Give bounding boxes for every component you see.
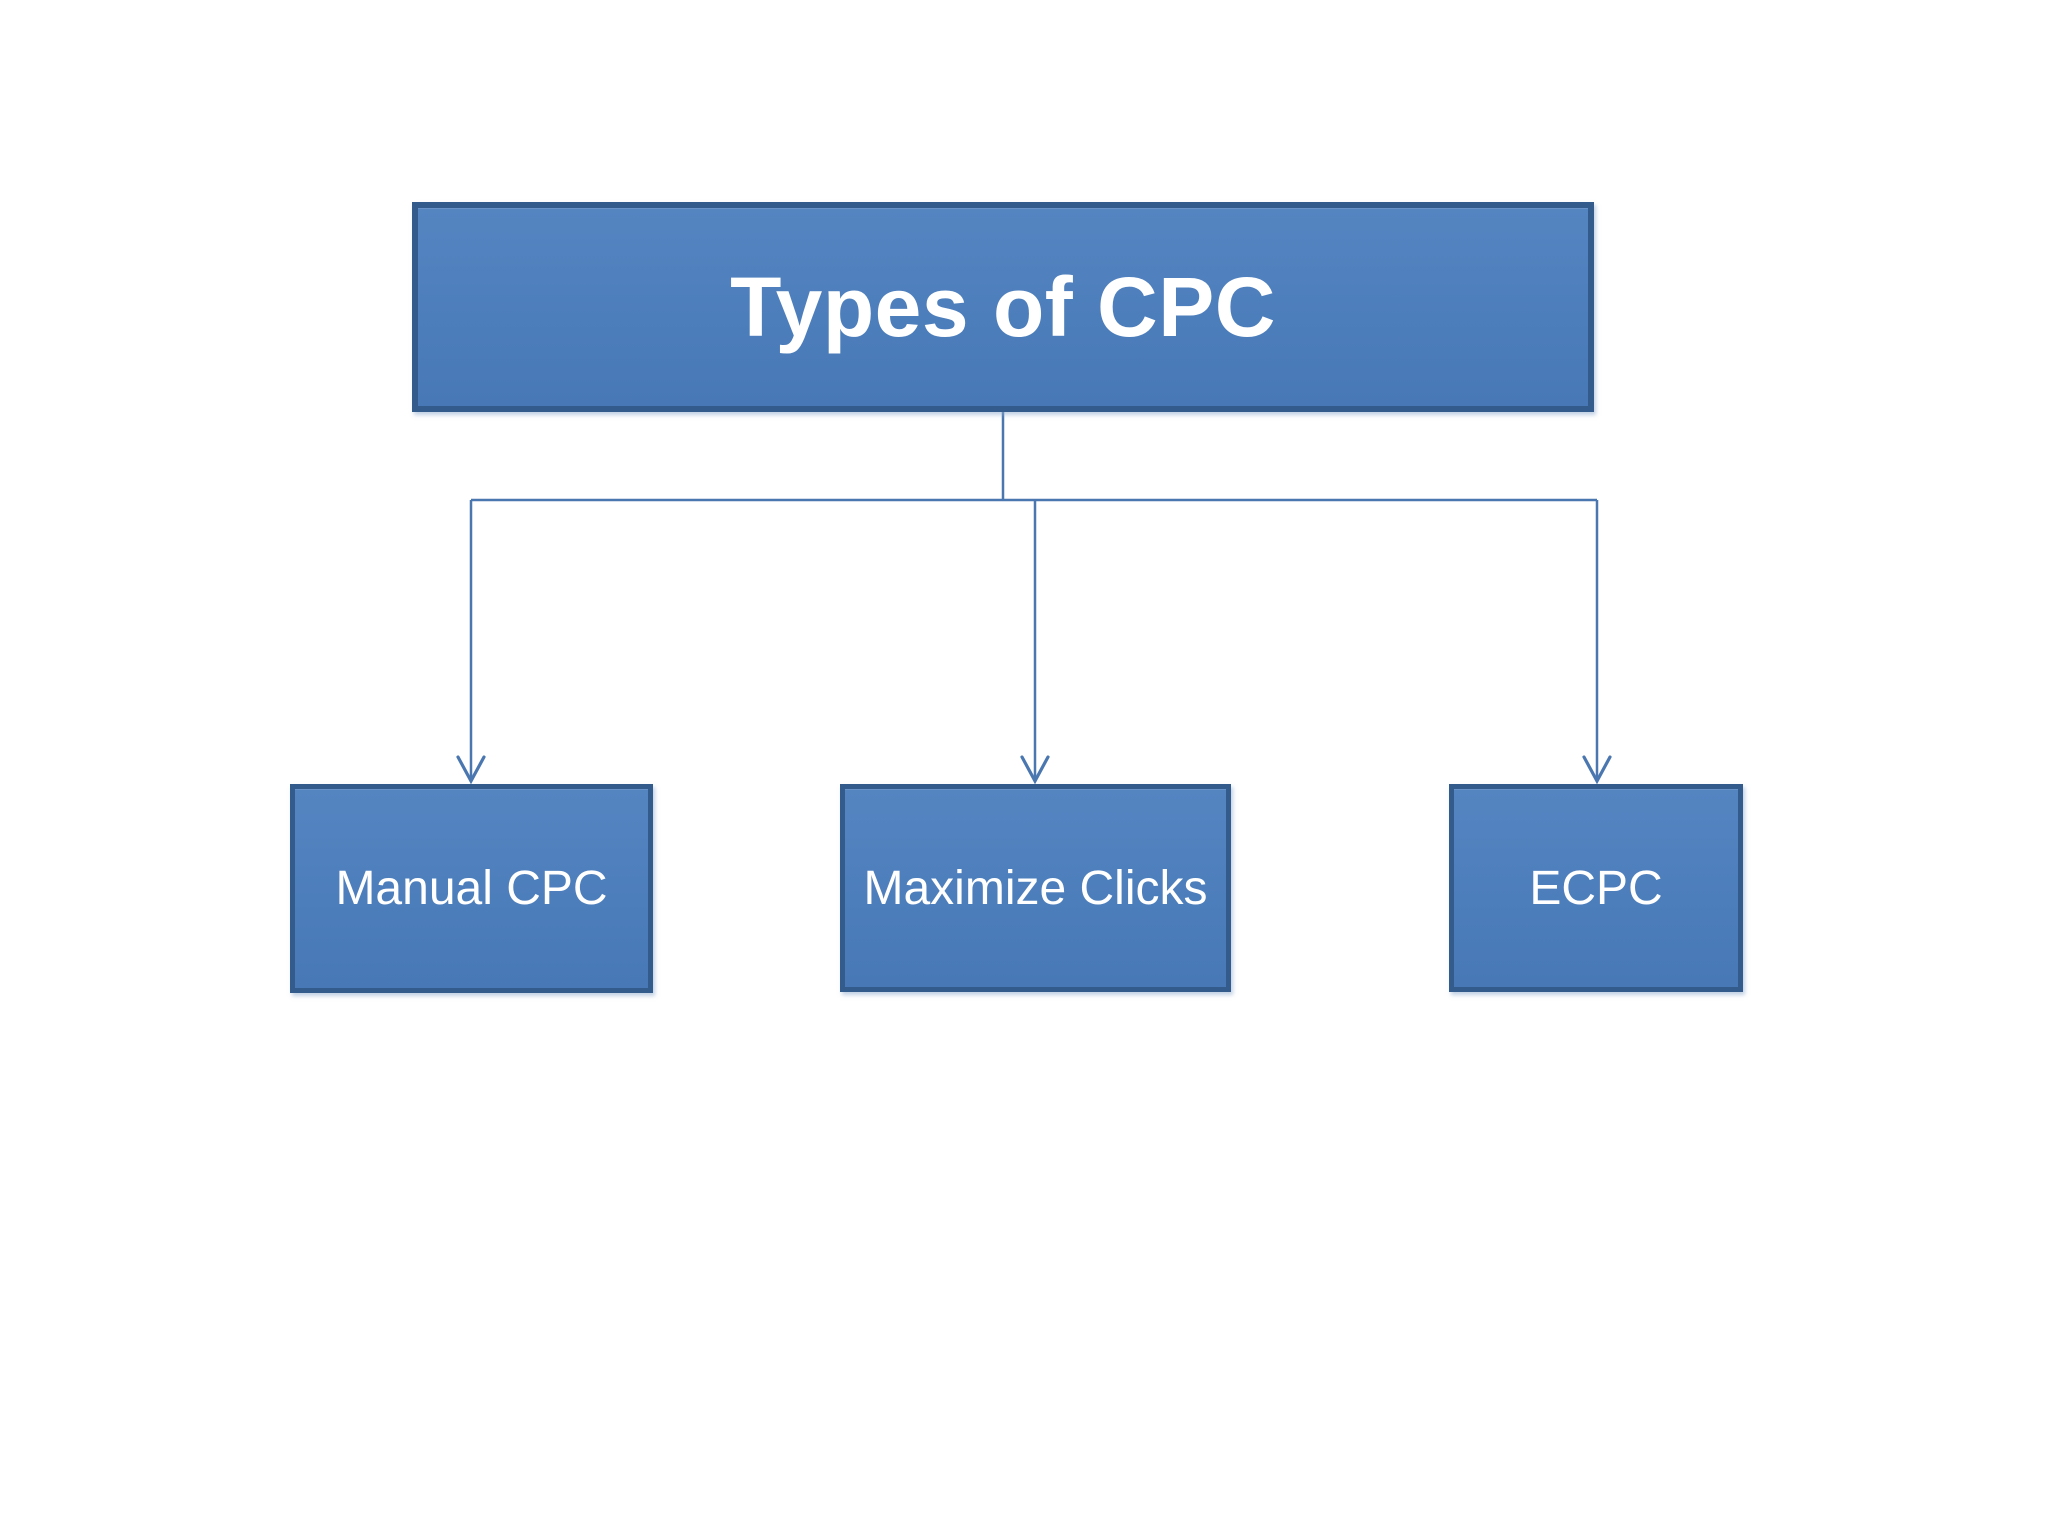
root-node-types-of-cpc: Types of CPC bbox=[412, 202, 1594, 412]
arrowhead-down-right-icon bbox=[1582, 755, 1612, 785]
child-node-ecpc: ECPC bbox=[1449, 784, 1743, 992]
child-node-label: Maximize Clicks bbox=[863, 861, 1208, 915]
root-node-label: Types of CPC bbox=[730, 259, 1276, 354]
arrowhead-down-left-icon bbox=[456, 755, 486, 785]
child-node-label: ECPC bbox=[1529, 861, 1663, 915]
child-node-label: Manual CPC bbox=[335, 862, 608, 915]
child-node-maximize-clicks: Maximize Clicks bbox=[840, 784, 1231, 992]
child-node-manual-cpc: Manual CPC bbox=[290, 784, 653, 993]
arrowhead-down-middle-icon bbox=[1020, 755, 1050, 785]
